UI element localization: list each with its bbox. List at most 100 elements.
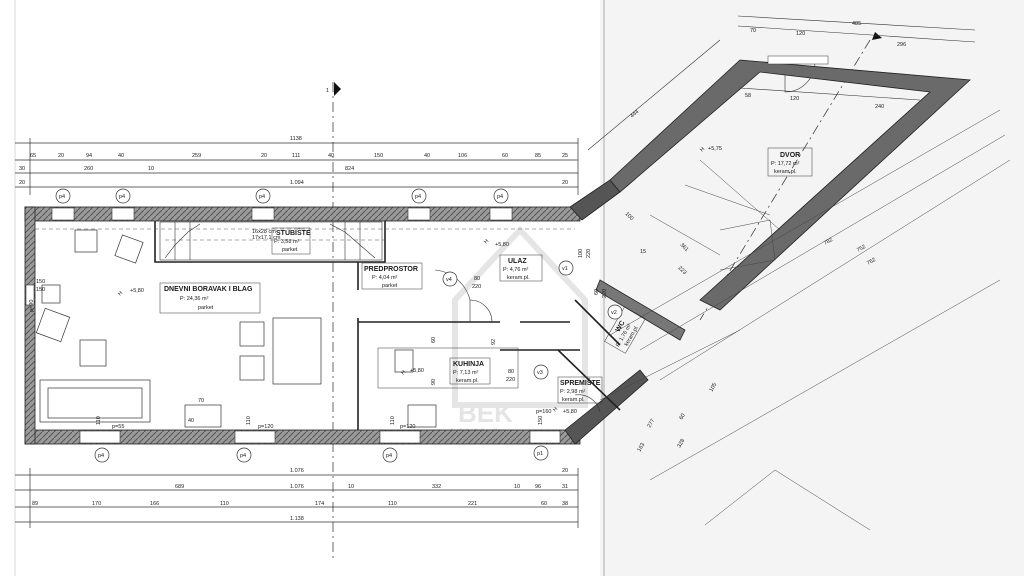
stair-note-2: 17x17,1 cm — [252, 235, 281, 241]
svg-text:H: H — [400, 369, 407, 376]
dim-b2-3: 332 — [432, 484, 441, 490]
room-stubiste: STUBIŠTE P: 3,58 m² parket — [271, 227, 311, 255]
room-spremiste-floor: keram.pl. — [562, 397, 585, 403]
yard-dim-1: 70 — [750, 28, 756, 34]
dim-t3-1: 260 — [84, 166, 93, 172]
kitchen-dim-2: 90 — [431, 379, 437, 385]
dim-t2-13: 25 — [562, 153, 568, 159]
room-predprostor-area: P: 4,04 m² — [372, 275, 398, 281]
room-spremiste-name: SPREMIŠTE — [560, 378, 601, 387]
door-0-h: 220 — [472, 284, 481, 290]
dim-t2-12: 85 — [535, 153, 541, 159]
window-tags-top — [55, 188, 509, 204]
yard-dim-12: 361 — [679, 242, 690, 253]
dim-row-3: 30 260 10 824 — [19, 166, 354, 172]
room-ulaz-name: ULAZ — [508, 258, 527, 265]
yard-dim-7: 444 — [629, 109, 640, 120]
dim-t4-2: 20 — [562, 180, 568, 186]
yard-dim-10: 762 — [866, 257, 877, 267]
room-ulaz-area: P: 4,76 m² — [503, 267, 529, 273]
tag-bottom-0: p4 — [98, 453, 104, 459]
dim-b3-5: 110 — [388, 501, 397, 507]
dim-t2-5: 20 — [261, 153, 267, 159]
stair-note-1: 16x28 cm — [252, 229, 276, 235]
wdim-0-w: 110 — [96, 416, 102, 425]
furniture — [35, 229, 519, 428]
dim-b3-4: 174 — [315, 501, 324, 507]
dim-t4-1: 1.094 — [290, 180, 304, 186]
svg-text:H: H — [117, 290, 124, 297]
yard-dimensions — [587, 15, 976, 151]
room-dvor-area: P: 17,72 m² — [771, 161, 800, 167]
room-spremiste: SPREMIŠTE P: 2,98 m² keram.pl. — [557, 376, 603, 404]
dim-b2-5: 96 — [535, 484, 541, 490]
room-boravak: DNEVNI BORAVAK I BLAG P: 24,36 m² parket — [159, 282, 261, 314]
tag-top-1: p4 — [119, 194, 125, 200]
dim-b1-1: 20 — [562, 468, 568, 474]
room-predprostor: PREDPROSTOR P: 4,04 m² parket — [361, 262, 423, 290]
door-0-w: 80 — [474, 276, 480, 282]
door-tag-1: v3 — [537, 370, 543, 376]
yard-b2: 277 — [647, 418, 657, 429]
room-stubiste-floor: parket — [282, 247, 298, 253]
room-stubiste-area: P: 3,58 m² — [274, 239, 300, 245]
wdim-3-w: 150 — [538, 416, 544, 425]
dim-b3-6: 221 — [468, 501, 477, 507]
level-spremiste: +5,80 — [563, 409, 577, 415]
kitchen-dim: 60 — [431, 337, 437, 343]
dim-t2-0: 65 — [30, 153, 36, 159]
sill-bottom-2: p=120 — [400, 424, 415, 430]
dim-b3-1: 170 — [92, 501, 101, 507]
door-tag-3: v2 — [611, 310, 617, 316]
room-dvor-name: DVOR — [780, 152, 800, 159]
dim-b3-8: 38 — [562, 501, 568, 507]
side-b: 92 — [491, 339, 497, 345]
dim-top-1: 1138 — [290, 136, 302, 142]
staircase — [159, 221, 383, 261]
room-predprostor-floor: parket — [382, 283, 398, 289]
room-boravak-floor: parket — [198, 305, 214, 311]
level-kuhinja: +5,80 — [410, 368, 424, 374]
dim-row-2: 65 20 94 40 259 20 111 40 150 40 106 60 … — [30, 153, 568, 159]
dim-t3-2: 10 — [148, 166, 154, 172]
dim-b4-0: 1.138 — [290, 516, 304, 522]
yard-dim-5: 120 — [790, 96, 799, 102]
room-ulaz: ULAZ P: 4,76 m² keram.pl. — [499, 254, 543, 282]
door-3-w: 60 — [594, 289, 600, 295]
dim-t2-8: 150 — [374, 153, 383, 159]
tag-bottom-2: p4 — [386, 453, 392, 459]
dim-t2-1: 20 — [58, 153, 64, 159]
room-dvor: DVOR P: 17,72 m² keram.pl. — [767, 147, 813, 177]
left-window-sill: p=90 — [29, 300, 35, 312]
room-boravak-area: P: 24,36 m² — [180, 296, 209, 302]
yard-b4: 163 — [637, 442, 647, 453]
wdim-1-w: 110 — [246, 416, 252, 425]
window-tags-bottom — [94, 445, 549, 463]
yard-dim-8: 782 — [823, 237, 834, 247]
yard-dim-6: 240 — [875, 104, 884, 110]
dim-b-row-3: 89 170 166 110 174 110 221 60 38 — [32, 501, 568, 507]
level-boravak: +5,80 — [130, 288, 144, 294]
svg-text:H: H — [552, 406, 559, 413]
yard-dim-3: 296 — [897, 42, 906, 48]
room-kuhinja: KUHINJA P: 7,13 m² keram.pl. — [449, 357, 491, 385]
door-2-w: 100 — [578, 249, 584, 258]
room-dvor-floor: keram.pl. — [774, 169, 797, 175]
level-markers: H +5,80 H +5,80 H +5,80 H +5,80 H +5,75 — [117, 146, 722, 415]
svg-text:H: H — [699, 146, 706, 153]
dim-t2-9: 40 — [424, 153, 430, 159]
dim-t3-3: 824 — [345, 166, 354, 172]
table-w: 70 — [198, 398, 204, 404]
dim-t2-11: 60 — [502, 153, 508, 159]
interior-walls-thin — [35, 228, 575, 241]
dim-t2-2: 94 — [86, 153, 92, 159]
room-kuhinja-area: P: 7,13 m² — [453, 370, 479, 376]
svg-text:H: H — [483, 238, 490, 245]
tag-bottom-1: p4 — [240, 453, 246, 459]
table-h: 40 — [188, 418, 194, 424]
dim-t4-0: 20 — [19, 180, 25, 186]
door-2-h: 220 — [586, 249, 592, 258]
door-tag-2: v1 — [562, 266, 568, 272]
section-marker: 1 — [326, 32, 882, 560]
dim-b-row-2: 689 1.076 10 332 10 96 31 — [175, 484, 568, 490]
